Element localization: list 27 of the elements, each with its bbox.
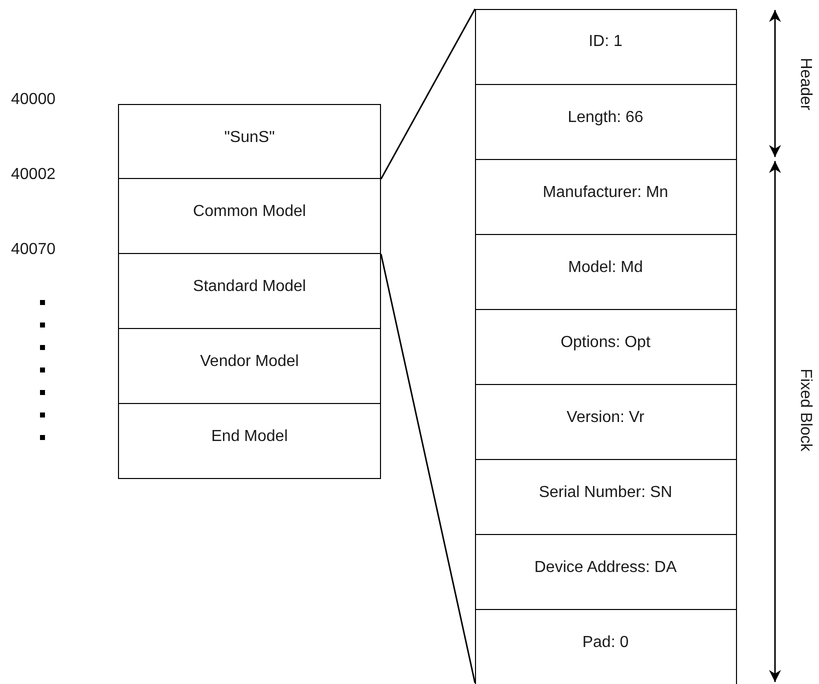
row-label: ID: 1: [588, 33, 622, 51]
model-row: [118, 179, 381, 254]
row-label: Length: 66: [568, 108, 644, 126]
zoom-line: [380, 8, 476, 180]
address-label: 40000: [11, 91, 56, 109]
model-row: [118, 329, 381, 404]
model-row: [118, 254, 381, 329]
zoom-line: [380, 254, 476, 684]
row-label: Serial Number: SN: [538, 484, 672, 502]
model-row: [118, 104, 381, 179]
row-label: Model: Md: [568, 258, 643, 276]
row-label: Options: Opt: [560, 334, 650, 352]
row-label: Manufacturer: Mn: [542, 184, 668, 202]
row-label: Pad: 0: [582, 634, 629, 652]
model-row: [118, 404, 381, 479]
dimension-label: Header: [796, 58, 814, 110]
row-label: Version: Vr: [566, 408, 644, 426]
row-label: Common Model: [193, 203, 306, 221]
row-label: "SunS": [224, 128, 275, 146]
dimension-label: Fixed Block: [796, 368, 814, 452]
address-label: 40002: [11, 166, 56, 184]
address-label: 40070: [11, 241, 56, 259]
register-table: [475, 9, 737, 684]
row-label: End Model: [211, 428, 288, 446]
row-label: Vendor Model: [200, 353, 299, 371]
row-label: Standard Model: [193, 278, 306, 296]
row-label: Device Address: DA: [534, 558, 677, 576]
